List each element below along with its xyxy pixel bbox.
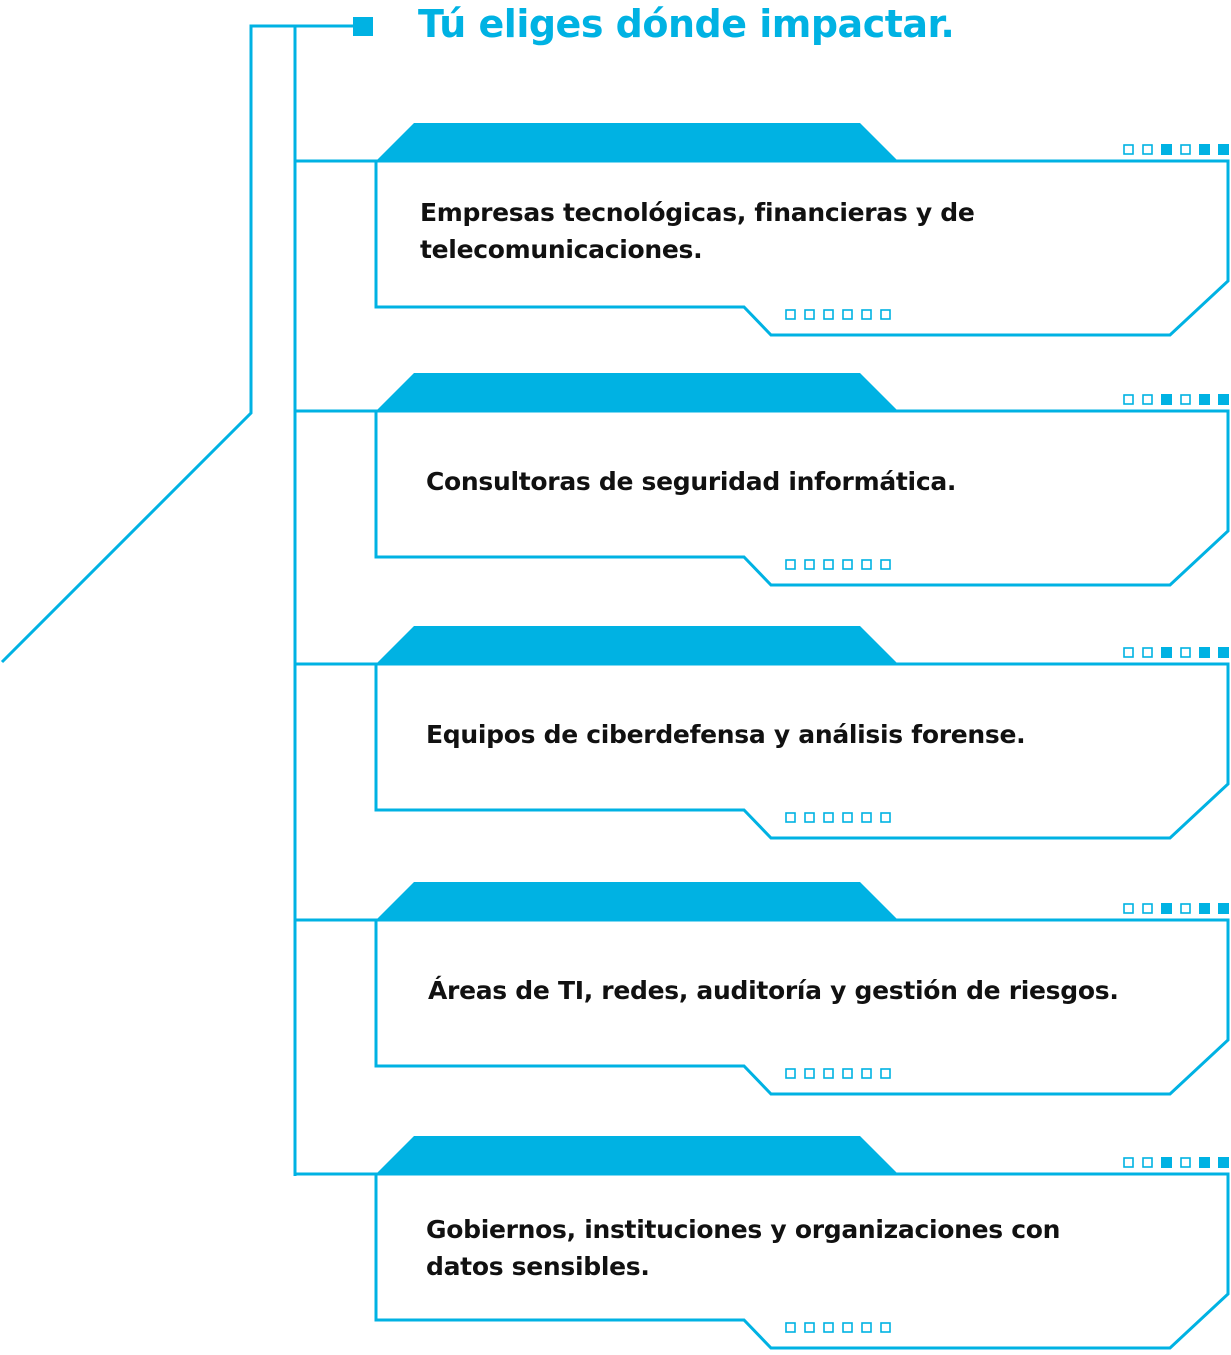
square-dots-icon (1123, 394, 1134, 405)
card-label-security-consultancies: Consultoras de seguridad informática. (426, 466, 957, 496)
square-dots-icon (823, 1322, 834, 1333)
square-dots-icon (1199, 647, 1210, 658)
square-dots-icon (1199, 144, 1210, 155)
square-dots-icon (1218, 144, 1229, 155)
square-dots-icon (785, 1068, 796, 1079)
square-dots-icon (1142, 144, 1153, 155)
square-dots-icon (1161, 394, 1172, 405)
square-dots-icon (785, 1322, 796, 1333)
square-dots-icon (861, 1322, 872, 1333)
card-outline-0 (374, 159, 1230, 337)
card-tab-1 (376, 373, 898, 411)
square-dots-icon (804, 1068, 815, 1079)
square-dots-icon (1123, 1157, 1134, 1168)
square-dots-icon (861, 309, 872, 320)
square-dots-icon (842, 812, 853, 823)
square-dots-icon (804, 559, 815, 570)
square-dots-icon (880, 1068, 891, 1079)
square-dots-icon (1161, 1157, 1172, 1168)
page-title: Tú eliges dónde impactar. (418, 2, 955, 46)
square-dots-icon (842, 1068, 853, 1079)
square-dots-icon (842, 559, 853, 570)
square-dots-icon (842, 309, 853, 320)
card-outline-4 (374, 1172, 1230, 1350)
card-label-governments: Gobiernos, instituciones y organizacione… (426, 1215, 1061, 1281)
card-tab-0 (376, 123, 898, 161)
square-dots-icon (1199, 1157, 1210, 1168)
square-dots-icon (823, 559, 834, 570)
square-dots-icon (861, 559, 872, 570)
square-dots-icon (1142, 1157, 1153, 1168)
square-dots-icon (1180, 647, 1191, 658)
square-bullet-icon (353, 17, 373, 36)
square-dots-icon (1199, 903, 1210, 914)
square-dots-icon (1180, 903, 1191, 914)
square-dots-icon (785, 309, 796, 320)
square-dots-icon (1199, 394, 1210, 405)
card-outline-2 (374, 662, 1230, 840)
square-dots-icon (1142, 903, 1153, 914)
square-dots-icon (861, 812, 872, 823)
outer-connector-line (0, 24, 355, 664)
square-dots-icon (1180, 1157, 1191, 1168)
square-dots-icon (880, 559, 891, 570)
card-outline-1 (374, 409, 1230, 587)
card-tab-3 (376, 882, 898, 920)
square-dots-icon (823, 309, 834, 320)
square-dots-icon (1180, 144, 1191, 155)
square-dots-icon (1123, 903, 1134, 914)
square-dots-icon (1218, 394, 1229, 405)
square-dots-icon (880, 1322, 891, 1333)
square-dots-icon (823, 1068, 834, 1079)
square-dots-icon (1161, 647, 1172, 658)
card-tab-4 (376, 1136, 898, 1174)
square-dots-icon (1142, 394, 1153, 405)
square-dots-icon (1161, 903, 1172, 914)
square-dots-icon (1180, 394, 1191, 405)
square-dots-icon (1123, 144, 1134, 155)
square-dots-icon (823, 812, 834, 823)
square-dots-icon (1218, 1157, 1229, 1168)
square-dots-icon (1161, 144, 1172, 155)
square-dots-icon (1142, 647, 1153, 658)
square-dots-icon (804, 309, 815, 320)
square-dots-icon (1123, 647, 1134, 658)
card-label-it-areas: Áreas de TI, redes, auditoría y gestión … (428, 975, 1119, 1005)
square-dots-icon (861, 1068, 872, 1079)
card-label-cyberdefense-teams: Equipos de ciberdefensa y análisis foren… (426, 719, 1026, 749)
square-dots-icon (804, 812, 815, 823)
card-label-tech-companies: Empresas tecnológicas, financieras y de … (420, 198, 975, 264)
card-outline-3 (374, 918, 1230, 1096)
square-dots-icon (785, 559, 796, 570)
card-tab-2 (376, 626, 898, 664)
square-dots-icon (842, 1322, 853, 1333)
square-dots-icon (1218, 903, 1229, 914)
square-dots-icon (804, 1322, 815, 1333)
square-dots-icon (880, 812, 891, 823)
square-dots-icon (785, 812, 796, 823)
square-dots-icon (1218, 647, 1229, 658)
square-dots-icon (880, 309, 891, 320)
